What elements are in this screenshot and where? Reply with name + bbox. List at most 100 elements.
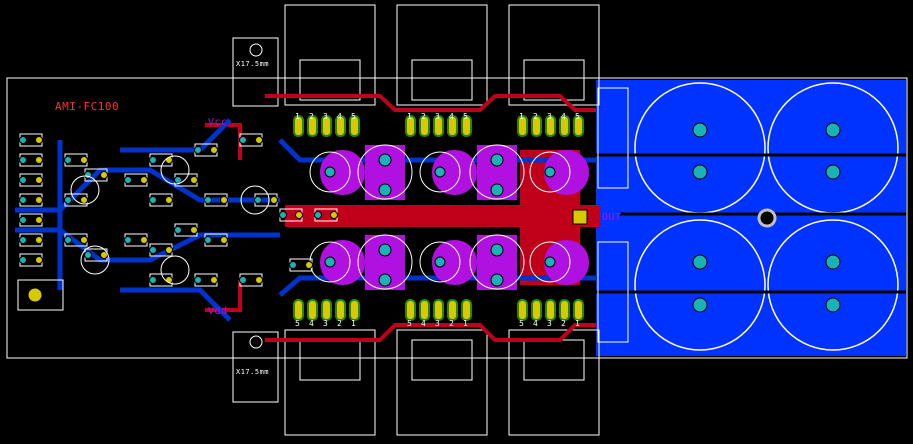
component-pad [35, 256, 43, 264]
component-pad [35, 216, 43, 224]
pin-number: 4 [449, 112, 454, 121]
component-pad [149, 196, 157, 204]
component-pad [305, 261, 313, 269]
pin-pad [307, 115, 318, 137]
pin-pad [349, 299, 360, 321]
component-pad [64, 156, 72, 164]
pin-number: 3 [547, 112, 552, 121]
pin-number: 5 [463, 112, 468, 121]
component-pad [254, 196, 262, 204]
component-pad [64, 196, 72, 204]
pin-number: 5 [351, 112, 356, 121]
component-pad [19, 196, 27, 204]
pin-pad [531, 299, 542, 321]
heatsinks-bottom [284, 329, 600, 436]
pin-pad [419, 115, 430, 137]
pin-pad [419, 299, 430, 321]
rail-terminals [597, 87, 629, 343]
pin-pad [573, 115, 584, 137]
driver-heatsink-bottom [232, 331, 279, 403]
pin-number: 1 [575, 319, 580, 328]
pin-number: 3 [435, 319, 440, 328]
component-pad [100, 251, 108, 259]
pin-number: 4 [337, 112, 342, 121]
heatsink-label-bottom: X17.5mm [236, 368, 270, 376]
pin-pad [349, 115, 360, 137]
pin-pad [321, 115, 332, 137]
component-pad [239, 276, 247, 284]
output-caps [309, 144, 571, 290]
component-pad [140, 236, 148, 244]
component-pad [64, 236, 72, 244]
component-pad [149, 156, 157, 164]
heatsinks-top [284, 4, 600, 106]
pin-pad [405, 299, 416, 321]
pin-number: 4 [561, 112, 566, 121]
board-title: AMI-FC100 [55, 100, 120, 113]
component-pad [220, 196, 228, 204]
rail-positive-label: Vcc [208, 117, 228, 128]
pin-number: 2 [561, 319, 566, 328]
component-pad [80, 196, 88, 204]
pin-pad [447, 299, 458, 321]
pin-number: 2 [449, 319, 454, 328]
pin-number: 3 [323, 319, 328, 328]
pin-pad [447, 115, 458, 137]
pin-pad [293, 299, 304, 321]
pin-number: 1 [351, 319, 356, 328]
small-cap-outline [240, 185, 270, 215]
mounting-hole-icon [757, 208, 777, 228]
component-pad [190, 176, 198, 184]
component-pad [210, 276, 218, 284]
component-pad [314, 211, 322, 219]
pin-number: 5 [519, 319, 524, 328]
pin-pad [517, 115, 528, 137]
pin-pad [405, 115, 416, 137]
pin-number: 4 [421, 319, 426, 328]
pin-number: 4 [533, 319, 538, 328]
component-pad [270, 196, 278, 204]
psu-capacitors [634, 82, 899, 351]
component-pad [140, 176, 148, 184]
pin-pad [433, 299, 444, 321]
pin-pad [293, 115, 304, 137]
component-pad [35, 236, 43, 244]
component-pad [35, 136, 43, 144]
small-cap-outline [80, 245, 110, 275]
component-pad [255, 276, 263, 284]
component-pad [19, 256, 27, 264]
pin-pad [335, 115, 346, 137]
component-pad [35, 196, 43, 204]
output-cap-pads [324, 153, 556, 287]
psu-copper-pour [596, 80, 906, 356]
component-pad [19, 176, 27, 184]
component-pad [100, 171, 108, 179]
pin-pad [461, 299, 472, 321]
component-pad [149, 276, 157, 284]
trimmer-pot [17, 279, 64, 311]
pin-pad [545, 115, 556, 137]
pin-number: 5 [295, 319, 300, 328]
pin-pad [321, 299, 332, 321]
board-outline [6, 77, 908, 359]
small-cap-outline [160, 255, 190, 285]
component-pad [255, 136, 263, 144]
pin-number: 1 [295, 112, 300, 121]
component-pad [190, 226, 198, 234]
pin-number: 2 [337, 319, 342, 328]
component-pad [194, 146, 202, 154]
top-thin-traces [205, 94, 596, 342]
component-pad [124, 236, 132, 244]
pin-number: 1 [519, 112, 524, 121]
pin-number: 3 [435, 112, 440, 121]
driver-heatsink-top [232, 37, 279, 107]
component-pad [35, 176, 43, 184]
pin-number: 3 [323, 112, 328, 121]
pin-number: 3 [547, 319, 552, 328]
pin-pad [545, 299, 556, 321]
heatsink-label-top: X17.5mm [236, 60, 270, 68]
component-pad [330, 211, 338, 219]
pin-number: 5 [575, 112, 580, 121]
